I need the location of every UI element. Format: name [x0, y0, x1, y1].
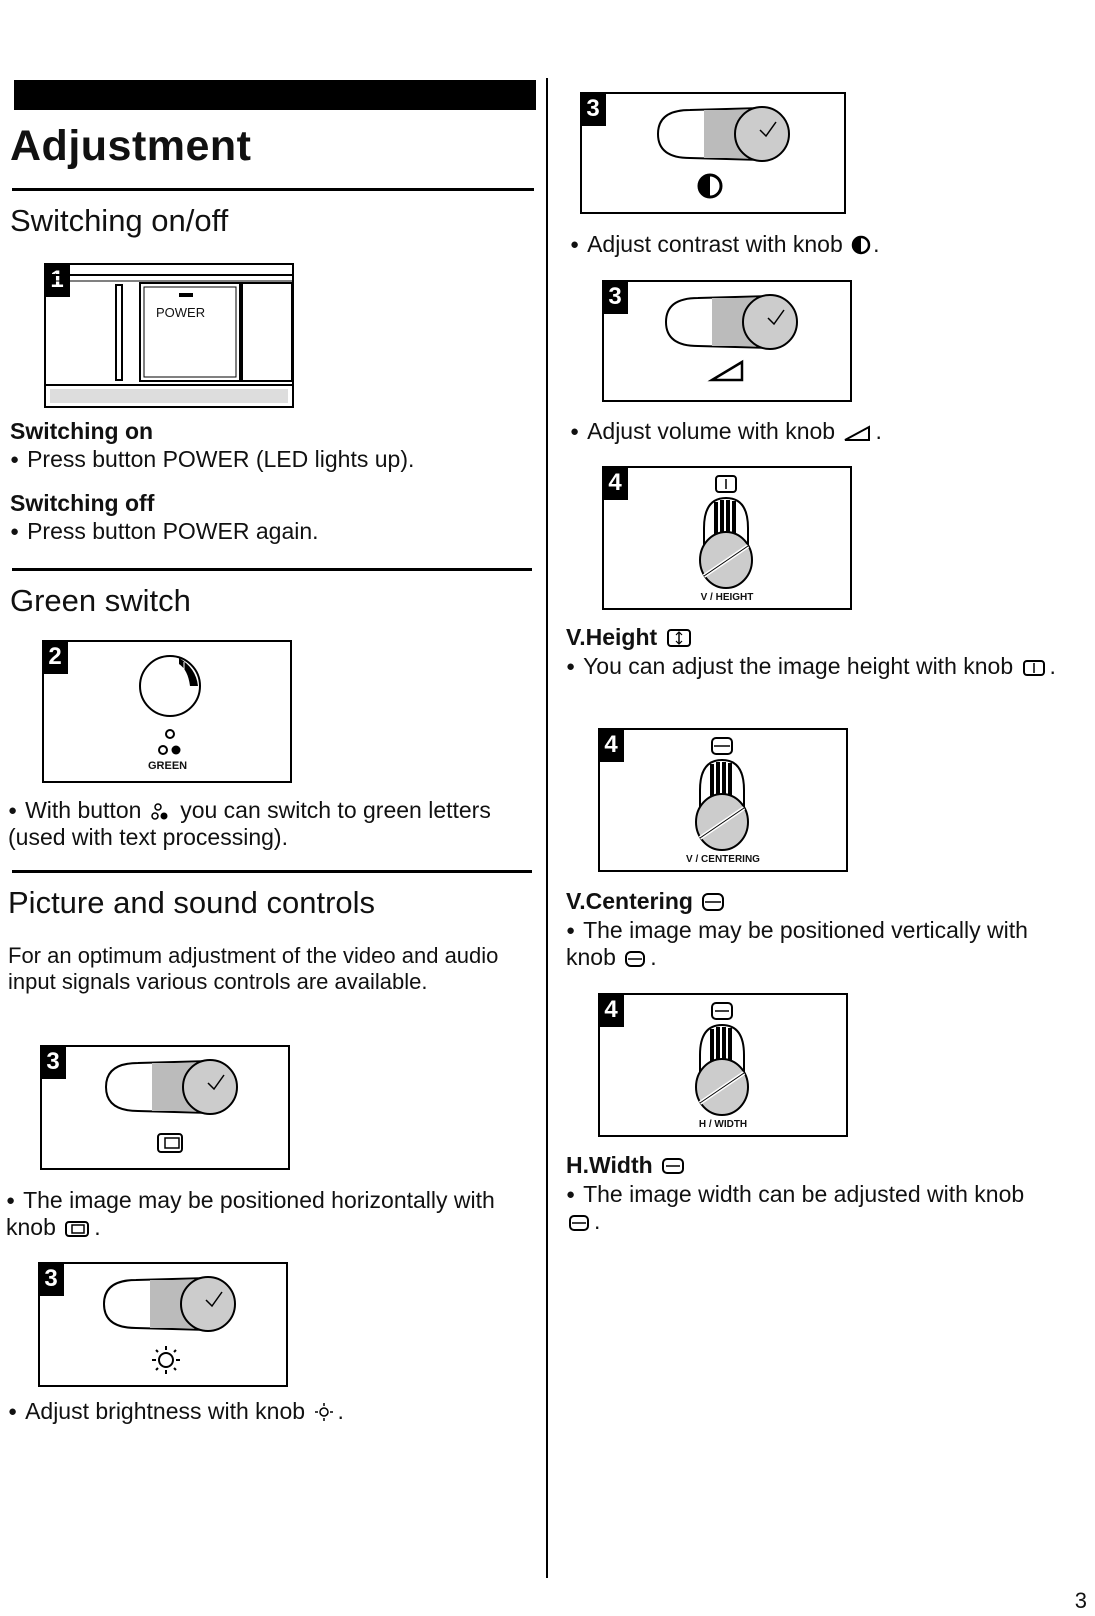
vertical-height-icon — [1022, 660, 1045, 676]
figure-badge: 4 — [602, 466, 628, 500]
page-number: 3 — [1074, 1588, 1087, 1613]
divider — [12, 870, 532, 873]
horizontal-position-icon — [65, 1221, 90, 1237]
switching-on-text: Press button POWER (LED lights up). — [10, 446, 414, 473]
hwidth-figure: 4 H / WIDTH — [598, 993, 848, 1137]
green-dots-icon — [151, 803, 168, 820]
green-text-after: you can switch to green letters (used wi… — [8, 797, 491, 850]
figure-badge: 3 — [580, 92, 606, 126]
green-label: GREEN — [148, 760, 188, 772]
vertical-centering-icon — [702, 893, 725, 911]
switching-off-text: Press button POWER again. — [10, 518, 318, 545]
horizontal-width-icon — [569, 1215, 589, 1231]
divider — [12, 568, 532, 571]
vheight-title: V.Height — [566, 624, 696, 651]
contrast-icon — [851, 235, 871, 255]
section-heading-power: Switching on/off — [10, 203, 229, 238]
page-title: Adjustment — [10, 122, 252, 170]
header-bar — [14, 80, 536, 110]
brightness-figure: 3 — [38, 1262, 288, 1387]
column-divider — [546, 78, 548, 1578]
power-label: POWER — [156, 305, 206, 320]
hpos-text: The image may be positioned horizontally… — [6, 1187, 526, 1241]
contrast-text: Adjust contrast with knob . — [570, 231, 1050, 258]
power-figure: 1 POWER — [44, 263, 294, 408]
vheight-text: You can adjust the image height with kno… — [566, 653, 1056, 680]
sun-icon — [315, 1403, 334, 1421]
hpos-figure: 3 — [40, 1045, 290, 1170]
section-heading-green: Green switch — [10, 583, 191, 618]
green-switch-figure: 2 GREEN — [42, 640, 292, 783]
hwidth-label: H / WIDTH — [698, 1119, 748, 1130]
vheight-figure: 4 V / HEIGHT — [602, 466, 852, 610]
vheight-label: V / HEIGHT — [700, 592, 754, 603]
figure-badge: 3 — [40, 1045, 66, 1079]
vcenter-label: V / CENTERING — [686, 854, 760, 865]
horizontal-width-icon — [662, 1158, 685, 1174]
vcenter-text: The image may be positioned vertically w… — [566, 917, 1056, 971]
brightness-text: Adjust brightness with knob . — [8, 1398, 528, 1425]
green-text-before: With button — [25, 797, 142, 823]
figure-badge: 4 — [598, 993, 624, 1027]
vcenter-title: V.Centering — [566, 888, 729, 915]
figure-badge: 3 — [602, 280, 628, 314]
divider — [12, 188, 534, 191]
hwidth-text: The image width can be adjusted with kno… — [566, 1181, 1056, 1235]
vertical-centering-icon — [625, 951, 646, 967]
figure-badge: 2 — [42, 640, 68, 674]
switching-on-title: Switching on — [10, 418, 154, 444]
figure-badge: 3 — [38, 1262, 64, 1296]
volume-icon — [844, 425, 871, 441]
hwidth-title: H.Width — [566, 1152, 689, 1179]
contrast-figure: 3 — [580, 92, 846, 214]
vertical-height-icon — [666, 629, 691, 647]
switching-off-title: Switching off — [10, 490, 155, 516]
figure-badge: 1 — [44, 263, 70, 297]
vcenter-figure: 4 V / CENTERING — [598, 728, 848, 872]
volume-text: Adjust volume with knob . — [570, 418, 1050, 445]
volume-figure: 3 — [602, 280, 852, 402]
controls-intro: For an optimum adjustment of the video a… — [8, 943, 499, 994]
green-switch-text: With button you can switch to green lett… — [8, 797, 528, 851]
section-heading-controls: Picture and sound controls — [8, 885, 376, 920]
figure-badge: 4 — [598, 728, 624, 762]
